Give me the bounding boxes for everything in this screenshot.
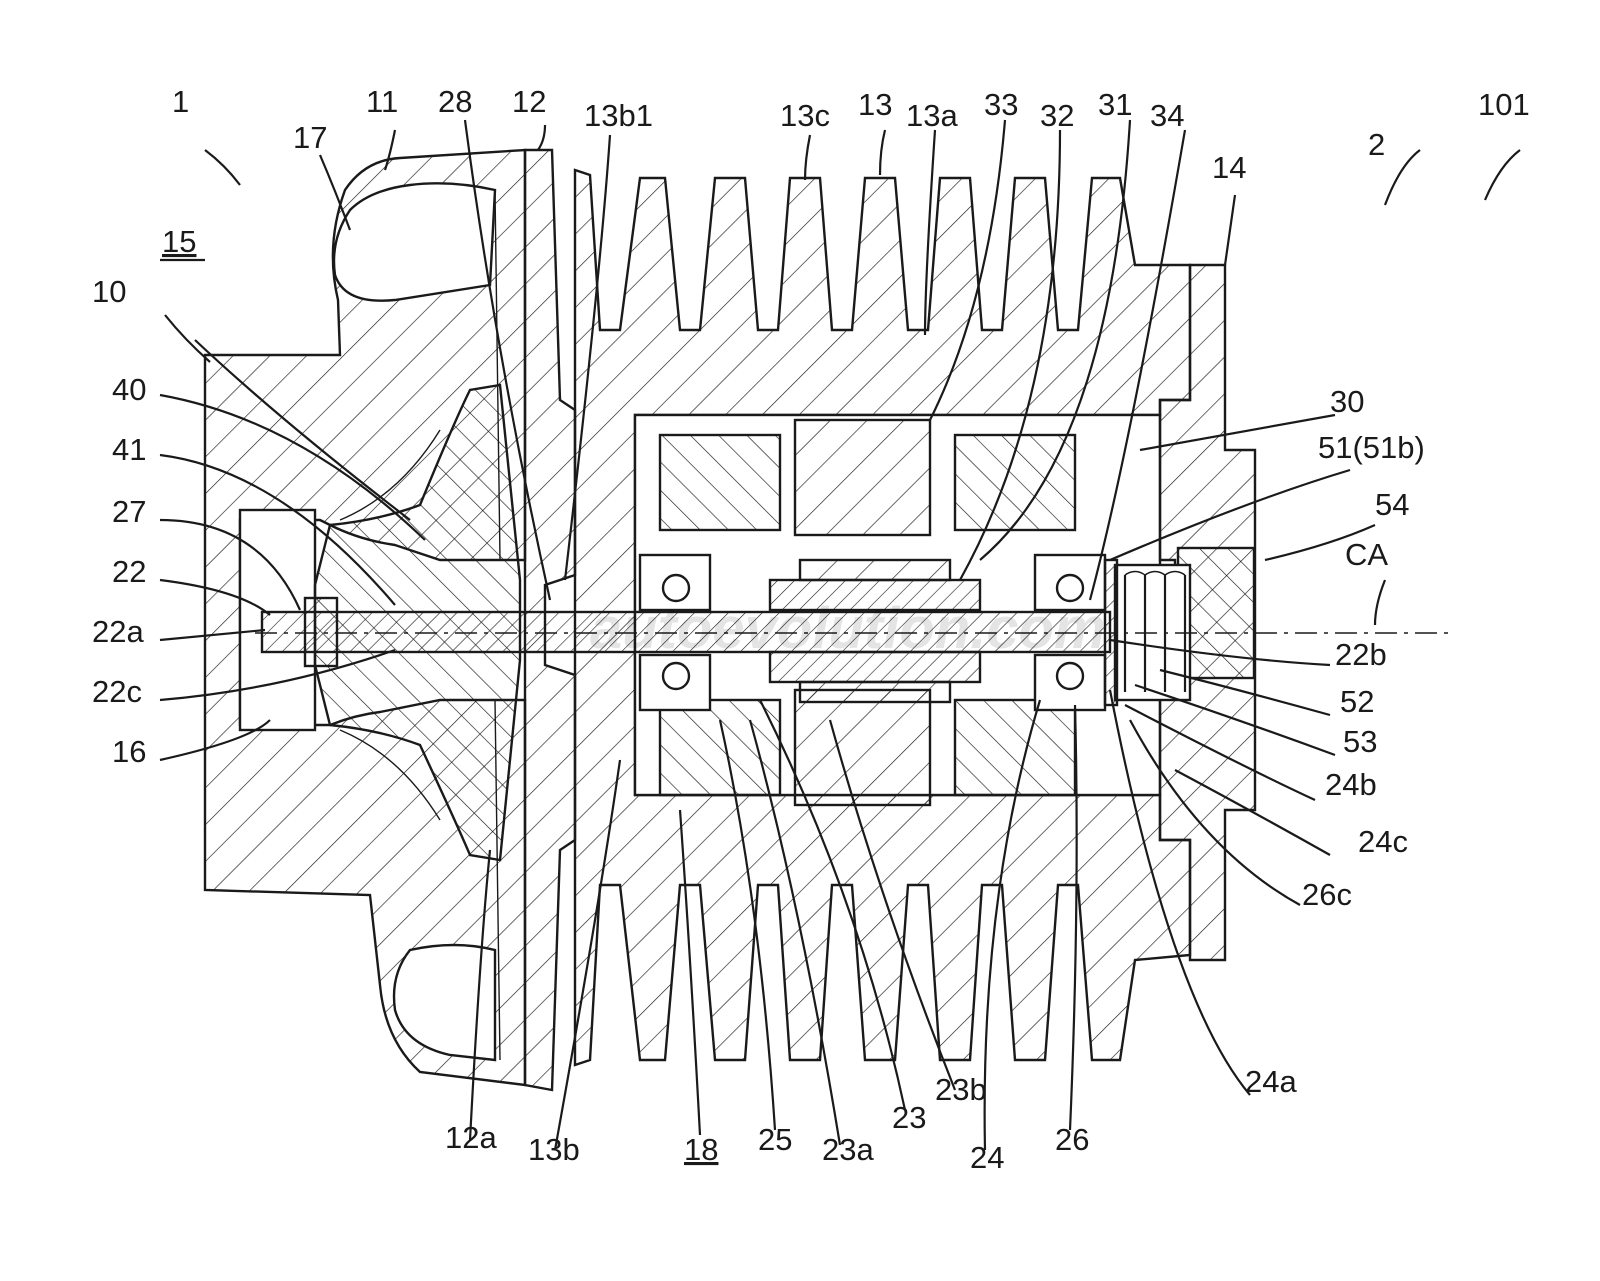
label-13b1: 13b1 [584,98,653,133]
label-18: 18 [684,1132,718,1167]
label-51: 51(51b) [1318,430,1425,465]
rotor [768,558,982,704]
label-26: 26 [1055,1122,1089,1157]
label-101: 101 [1478,87,1530,122]
label-13a: 13a [906,98,958,133]
label-11: 11 [366,84,398,119]
label-CA: CA [1345,537,1388,572]
label-23b: 23b [935,1072,987,1107]
label-28: 28 [438,84,472,119]
bearings [638,553,1107,712]
label-53: 53 [1343,724,1377,759]
label-12: 12 [512,84,546,119]
label-12a: 12a [445,1120,497,1155]
label-54: 54 [1375,487,1409,522]
label-25: 25 [758,1122,792,1157]
stator [658,418,1077,807]
label-24a: 24a [1245,1064,1297,1099]
label-22a: 22a [92,614,144,649]
label-13c: 13c [780,98,830,133]
label-15: 15 [162,224,196,259]
label-23: 23 [892,1100,926,1135]
label-30: 30 [1330,384,1364,419]
label-52: 52 [1340,684,1374,719]
label-10: 10 [92,274,126,309]
reference-labels: 1 2 101 11 28 12 13b1 13c 13 13a 33 32 3… [92,84,1530,1175]
label-22b: 22b [1335,637,1387,672]
label-23a: 23a [822,1132,874,1167]
label-34: 34 [1150,98,1184,133]
label-26c: 26c [1302,877,1352,912]
label-31: 31 [1098,87,1132,122]
label-27: 27 [112,494,146,529]
label-33: 33 [984,87,1018,122]
shaft [260,596,1112,668]
label-13: 13 [858,87,892,122]
label-22c: 22c [92,674,142,709]
label-24b: 24b [1325,767,1377,802]
label-16: 16 [112,734,146,769]
label-24: 24 [970,1140,1004,1175]
label-2: 2 [1368,127,1385,162]
label-13b: 13b [528,1132,580,1167]
watermark: autoevolution.com [590,596,1106,661]
label-40: 40 [112,372,146,407]
seal-plate [523,148,577,1092]
label-24c: 24c [1358,824,1408,859]
label-17: 17 [293,120,327,155]
label-41: 41 [112,432,146,467]
label-22: 22 [112,554,146,589]
label-32: 32 [1040,98,1074,133]
leader-lines [159,119,1521,1151]
label-14: 14 [1212,150,1246,185]
label-1: 1 [172,84,189,119]
